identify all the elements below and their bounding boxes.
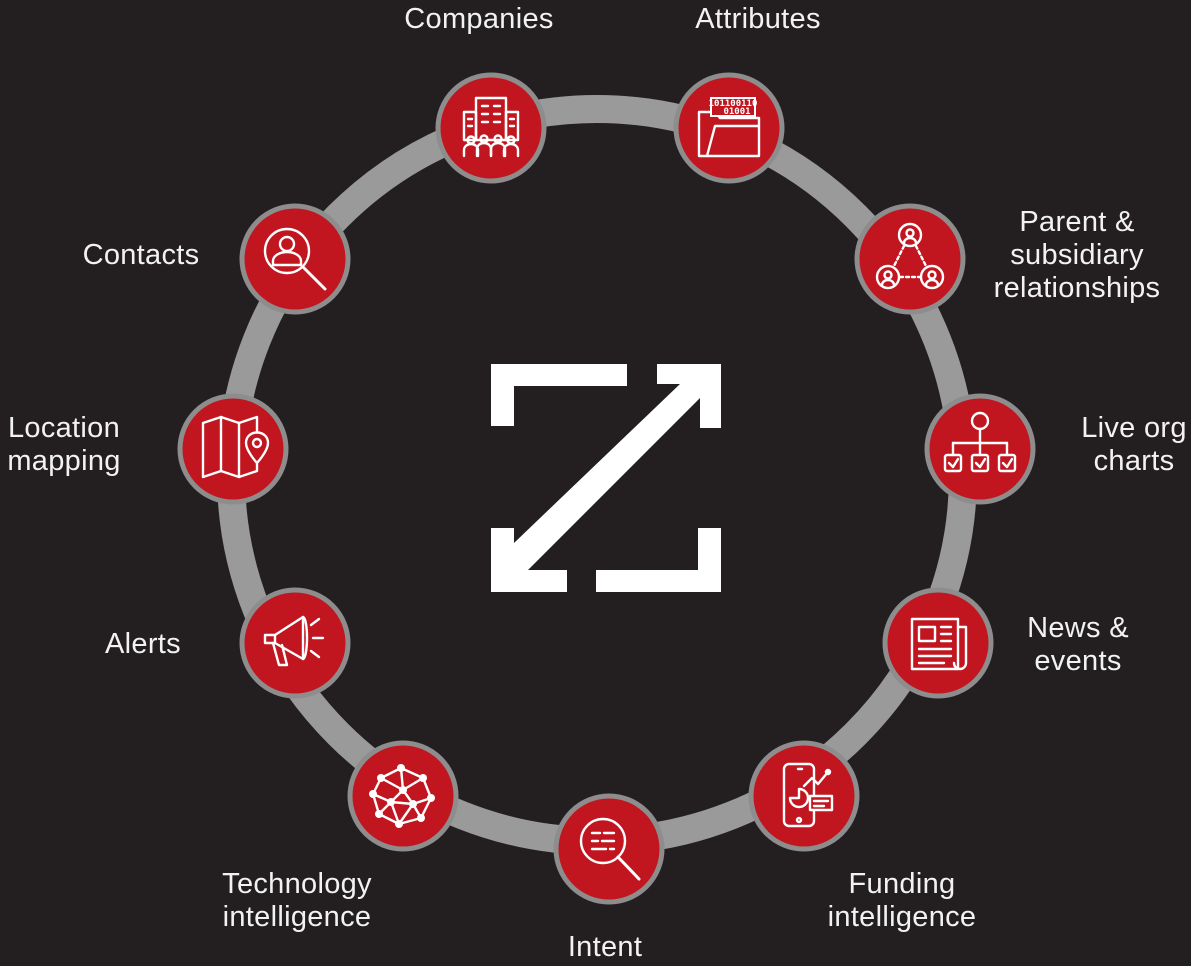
label-line: News & <box>1027 612 1129 644</box>
newspaper-icon <box>910 617 968 671</box>
label-line: Intent <box>567 931 643 963</box>
connected-people-icon <box>875 222 945 290</box>
svg-text:01001: 01001 <box>723 107 750 117</box>
label-technology-intelligence: Technology intelligence <box>222 868 372 934</box>
label-funding-intelligence: Funding intelligence <box>828 868 977 934</box>
label-line: Technology <box>222 868 372 900</box>
person-search-icon <box>263 227 327 291</box>
node-parent-subsidiary[interactable] <box>854 203 966 315</box>
label-companies: Companies <box>404 3 553 36</box>
org-chart-icon <box>943 411 1017 473</box>
network-mesh-icon <box>369 764 435 828</box>
label-line: intelligence <box>827 901 977 933</box>
node-technology-intelligence[interactable] <box>347 740 459 852</box>
label-line: Funding <box>848 868 956 900</box>
map-pin-icon <box>201 415 270 479</box>
label-parent-subsidiary: Parent & subsidiary relationships <box>994 206 1161 305</box>
label-line: charts <box>1093 445 1175 477</box>
label-line: Contacts <box>82 239 200 271</box>
zoominfo-z-logo <box>491 364 721 592</box>
megaphone-icon <box>263 615 325 667</box>
node-funding-intelligence[interactable] <box>748 740 860 852</box>
label-line: intelligence <box>222 901 372 933</box>
search-document-icon <box>579 817 641 881</box>
label-news-events: News & events <box>1027 612 1129 678</box>
node-intent[interactable] <box>553 793 665 905</box>
node-news-events[interactable] <box>882 587 994 699</box>
node-contacts[interactable] <box>239 203 351 315</box>
label-alerts: Alerts <box>105 628 181 661</box>
binary-folder-icon: 101100110 01001 <box>697 97 761 158</box>
label-line: mapping <box>7 445 121 477</box>
node-location-mapping[interactable] <box>177 393 289 505</box>
label-line: Attributes <box>695 3 821 35</box>
label-line: Alerts <box>105 628 181 660</box>
label-location-mapping: Location mapping <box>7 412 120 478</box>
label-attributes: Attributes <box>695 3 821 36</box>
office-building-people-icon <box>462 96 520 158</box>
node-companies[interactable] <box>435 72 547 184</box>
mobile-analytics-icon <box>782 762 834 828</box>
node-live-org-charts[interactable] <box>924 393 1036 505</box>
node-attributes[interactable]: 101100110 01001 <box>673 72 785 184</box>
label-line: events <box>1034 645 1122 677</box>
label-line: Companies <box>404 3 554 35</box>
label-line: Parent & <box>1019 206 1135 238</box>
node-alerts[interactable] <box>239 587 351 699</box>
label-intent: Intent <box>568 931 642 964</box>
label-contacts: Contacts <box>83 239 200 272</box>
label-line: Location <box>7 412 121 444</box>
label-line: relationships <box>993 272 1161 304</box>
svg-text:101100110: 101100110 <box>709 99 758 109</box>
label-line: subsidiary <box>1010 239 1144 271</box>
label-live-org-charts: Live org charts <box>1081 412 1187 478</box>
label-line: Live org <box>1081 412 1187 444</box>
